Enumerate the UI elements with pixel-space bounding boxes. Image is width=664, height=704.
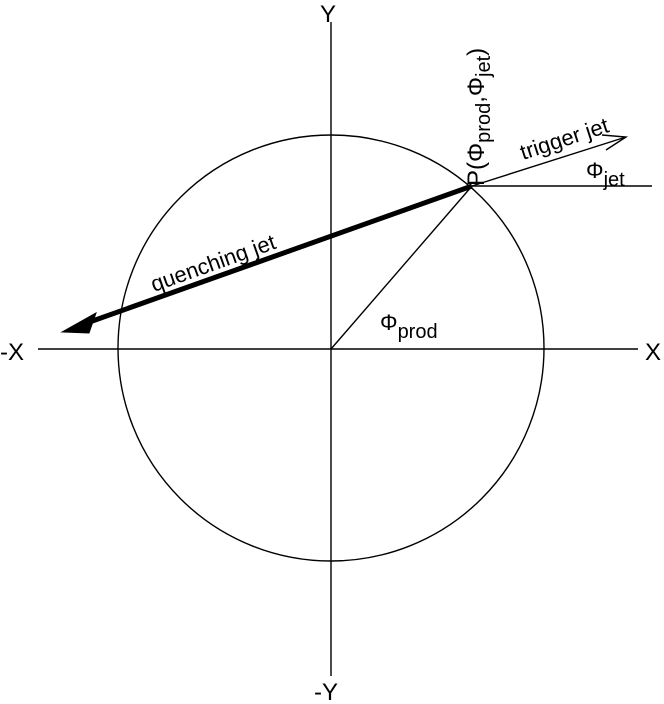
phi-jet-symbol-2: Φ — [586, 158, 604, 183]
phi-jet-sub-2: jet — [603, 169, 626, 191]
point-name: P — [463, 170, 490, 186]
phi-prod-subscript: prod — [473, 103, 495, 143]
phi-prod-symbol: Φ — [463, 143, 490, 162]
phi-prod-symbol-2: Φ — [380, 310, 398, 335]
axis-label-neg-y: -Y — [314, 679, 338, 704]
axis-label-neg-x: -X — [0, 339, 24, 366]
axis-label-y: Y — [320, 1, 336, 28]
coord-open: ( — [463, 162, 490, 170]
coord-comma: , — [463, 96, 490, 103]
phi-prod-label: Φprod — [380, 310, 438, 343]
axis-label-x: X — [645, 339, 661, 366]
trigger-jet-arrow — [471, 134, 629, 187]
phi-jet-symbol: Φ — [463, 77, 490, 96]
point-p-label: P(Φprod,Φjet) — [463, 48, 495, 186]
quenching-jet-arrow — [60, 183, 473, 334]
phi-jet-label: Φjet — [586, 158, 625, 191]
phi-jet-subscript: jet — [473, 55, 495, 78]
phi-prod-sub-2: prod — [398, 321, 438, 343]
coord-close: ) — [463, 48, 490, 56]
radius-line — [330, 185, 473, 350]
production-circle — [117, 134, 545, 562]
